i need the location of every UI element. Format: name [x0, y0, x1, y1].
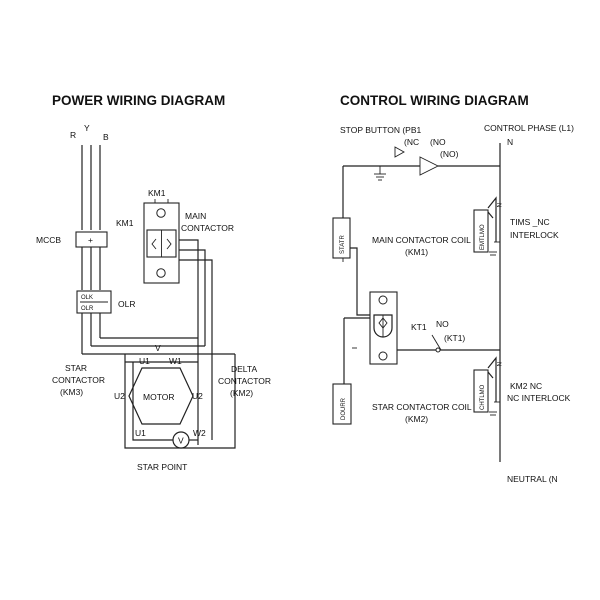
- tims-label-2: INTERLOCK: [510, 230, 559, 240]
- bus-v-label: V: [155, 343, 161, 353]
- stop-button-label-2: (NC: [404, 137, 419, 147]
- star-point-label: STAR POINT: [137, 462, 187, 472]
- motor-label: MOTOR: [143, 392, 174, 402]
- power-wiring-diagram: POWER WIRING DIAGRAM R Y B + MCCB OLK OL…: [36, 93, 271, 472]
- motor-u2-left: U2: [114, 391, 125, 401]
- motor-u2-right: U2: [192, 391, 203, 401]
- neutral-label: NEUTRAL (N: [507, 474, 558, 484]
- dourr-box: [332, 383, 352, 425]
- tims-interlock-element: [473, 209, 489, 253]
- star-contactor-label-1: STAR: [65, 363, 87, 373]
- star-contactor-label-3: (KM3): [60, 387, 83, 397]
- main-coil-label-1: MAIN CONTACTOR COIL: [372, 235, 471, 245]
- kt1-no-label: NO: [436, 319, 449, 329]
- stop-button-small-triangle: [394, 146, 405, 158]
- central-coil-top-terminal: [378, 295, 388, 305]
- star-coil-label-2: (KM2): [405, 414, 428, 424]
- control-diagram-title: CONTROL WIRING DIAGRAM: [340, 93, 529, 108]
- motor-u1-bottom: U1: [135, 428, 146, 438]
- star-coil-label-1: STAR CONTACTOR COIL: [372, 402, 472, 412]
- tims-n-label: N: [495, 203, 501, 207]
- olr-label: OLR: [118, 299, 135, 309]
- voltmeter-label: V: [178, 436, 184, 446]
- central-coil-diamond: [378, 317, 388, 329]
- central-coil-bottom-terminal: [378, 351, 388, 361]
- tims-element-label: EMTLMO: [480, 224, 486, 250]
- stop-button-label-1: STOP BUTTON (PB1: [340, 125, 422, 135]
- km2-n-label: N: [495, 362, 501, 366]
- km1-out-3: [179, 259, 213, 354]
- main-contactor-label-1: MAIN: [185, 211, 206, 221]
- control-wiring-diagram: CONTROL WIRING DIAGRAM STOP BUTTON (PB1 …: [332, 93, 574, 484]
- mccb-label: MCCB: [36, 235, 61, 245]
- km1-out-1: [179, 239, 199, 338]
- km2-nc-label-1: KM2 NC: [510, 381, 542, 391]
- tims-label-1: TIMS _NC: [510, 217, 550, 227]
- delta-contactor-label-1: DELTA: [231, 364, 257, 374]
- km1-top-label: KM1: [148, 188, 166, 198]
- phase-b-label: B: [103, 132, 109, 142]
- star-contactor-label-2: CONTACTOR: [52, 375, 105, 385]
- motor-w2-bottom: W2: [193, 428, 206, 438]
- kt1-paren-label: (KT1): [444, 333, 465, 343]
- no-label-2: (NO): [440, 149, 459, 159]
- kt1-contact-blade: [431, 334, 442, 351]
- km2-element-label: CHTLMO: [480, 384, 486, 410]
- tims-contact-2: [487, 211, 494, 219]
- km2-contact-2: [487, 371, 494, 379]
- star-point-loop-left: [132, 430, 173, 441]
- statr-label: STATR: [340, 235, 346, 254]
- phase-y-label: Y: [84, 123, 90, 133]
- control-phase-n: N: [507, 137, 513, 147]
- motor-w1-top: W1: [169, 356, 182, 366]
- km2-contact-1: [487, 356, 497, 402]
- statr-to-coil-wire: [350, 247, 370, 316]
- km1-side-label: KM1: [116, 218, 134, 228]
- km2-nc-label-2: NC INTERLOCK: [507, 393, 571, 403]
- no-label-1: (NO: [430, 137, 446, 147]
- phase-r-label: R: [70, 130, 76, 140]
- km1-bottom-terminal: [156, 268, 166, 278]
- main-coil-label-2: (KM1): [405, 247, 428, 257]
- km2-interlock-element: [473, 369, 489, 413]
- delta-contactor-label-3: (KM2): [230, 388, 253, 398]
- stop-button-triangle: [419, 156, 440, 176]
- motor-u1-top: U1: [139, 356, 150, 366]
- mccb-symbol: +: [88, 235, 93, 245]
- power-diagram-title: POWER WIRING DIAGRAM: [52, 93, 225, 108]
- tims-contact-1: [487, 196, 497, 242]
- dourr-label: DOURR: [341, 397, 347, 420]
- kt1-contact-point: [435, 347, 441, 353]
- km1-right-arrow: [166, 238, 172, 250]
- olr-box-top: OLK: [81, 295, 93, 301]
- olr-box-bottom: OLR: [81, 306, 94, 312]
- kt1-label: KT1: [411, 322, 427, 332]
- motor-hexagon: [128, 367, 194, 425]
- control-phase-label: CONTROL PHASE (L1): [484, 123, 574, 133]
- central-coil-dome: [373, 314, 393, 338]
- delta-contactor-label-2: CONTACTOR: [218, 376, 271, 386]
- km1-out-2: [179, 249, 206, 346]
- main-contactor-label-2: CONTACTOR: [181, 223, 234, 233]
- voltmeter-circle: [172, 431, 190, 449]
- km1-top-terminal: [156, 208, 166, 218]
- km1-left-arrow: [151, 238, 157, 250]
- statr-box: [332, 217, 351, 259]
